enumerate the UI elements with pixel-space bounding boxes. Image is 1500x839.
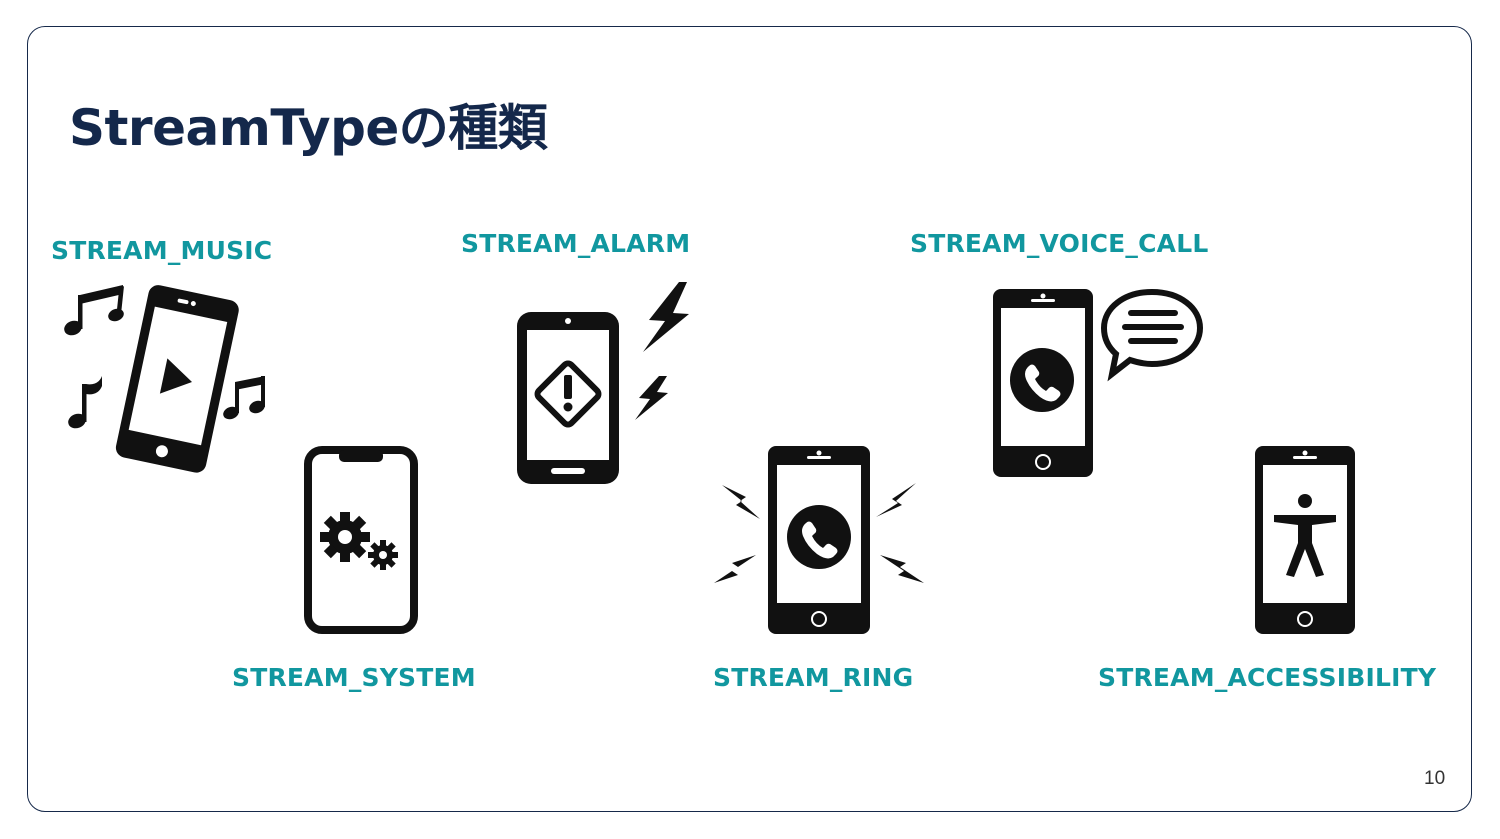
alarm-warning-phone-icon <box>517 282 689 484</box>
system-settings-phone-icon <box>304 446 418 634</box>
page-number: 10 <box>1424 768 1446 789</box>
label-stream-alarm: STREAM_ALARM <box>461 229 691 258</box>
label-stream-ring: STREAM_RING <box>713 663 914 692</box>
label-stream-voice-call: STREAM_VOICE_CALL <box>910 229 1209 258</box>
ringing-phone-icon <box>714 446 924 634</box>
music-phone-icon <box>64 285 265 473</box>
label-stream-accessibility: STREAM_ACCESSIBILITY <box>1098 663 1437 692</box>
accessibility-phone-icon <box>1255 446 1355 634</box>
slide-title: StreamTypeの種類 <box>69 99 548 157</box>
slide-frame <box>27 26 1472 812</box>
label-stream-music: STREAM_MUSIC <box>51 236 273 265</box>
label-stream-system: STREAM_SYSTEM <box>232 663 476 692</box>
voice-call-phone-icon <box>993 288 1204 477</box>
